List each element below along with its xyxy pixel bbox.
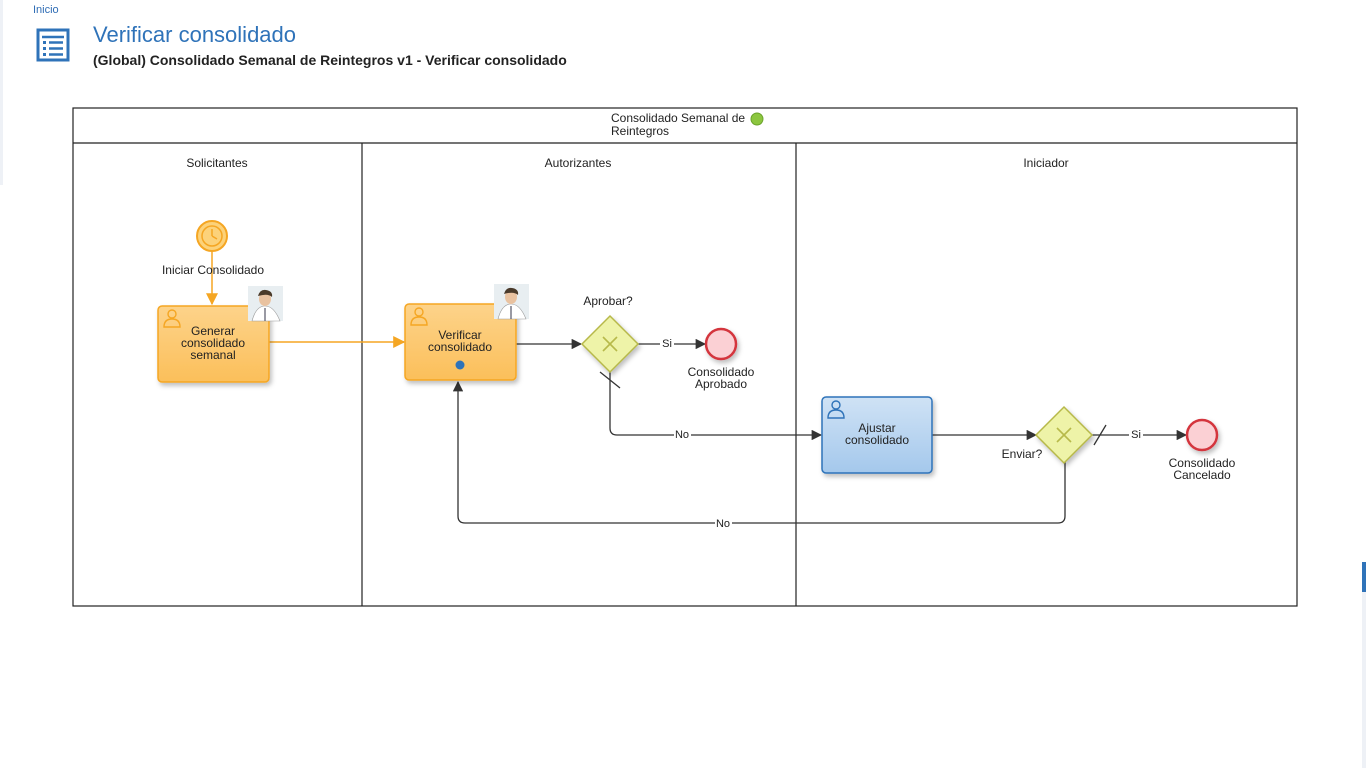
gateway-enviar[interactable] — [1034, 405, 1094, 465]
task-ajustar-consolidado[interactable]: Ajustar consolidado — [821, 396, 933, 474]
flow-label-enviar-si: Si — [1131, 429, 1141, 441]
side-panel-edge — [1362, 592, 1366, 768]
flow-label-enviar-no: No — [716, 518, 730, 530]
flow-aprobar-no — [609, 371, 823, 441]
task-verificar-consolidado[interactable]: Verificar consolidado — [404, 303, 517, 381]
task-label: Ajustar — [858, 421, 895, 435]
end-event-label: Consolidado — [1169, 456, 1236, 470]
page-title: Verificar consolidado — [93, 22, 297, 47]
pool-name-continued: Reintegros — [611, 124, 669, 138]
user-task-icon — [827, 400, 845, 419]
gateway-label-aprobar: Aprobar? — [583, 294, 633, 308]
pool-name: Consolidado Semanal de — [611, 111, 745, 125]
task-list-icon — [36, 28, 70, 62]
current-task-indicator — [455, 360, 465, 370]
task-label: consolidado — [428, 340, 492, 354]
lane-autorizantes: Autorizantes — [545, 156, 612, 170]
side-panel-tab[interactable] — [1362, 562, 1366, 592]
end-event-label: Cancelado — [1173, 468, 1231, 482]
flow-label-aprobar-no: No — [675, 429, 689, 441]
default-flow-marker — [1093, 424, 1107, 446]
lane-solicitantes: Solicitantes — [186, 156, 247, 170]
end-event-cancelado[interactable] — [1185, 418, 1219, 452]
task-label: semanal — [190, 348, 235, 362]
end-event-aprobado[interactable] — [704, 327, 738, 361]
lane-iniciador: Iniciador — [1023, 156, 1068, 170]
end-event-label: Aprobado — [695, 377, 747, 391]
left-scroll-edge — [0, 0, 3, 185]
default-flow-marker — [599, 371, 621, 389]
end-event-label: Consolidado — [688, 365, 755, 379]
task-label: consolidado — [181, 336, 245, 350]
pool-status-indicator — [750, 112, 764, 126]
task-generar-consolidado-semanal[interactable]: Generar consolidado semanal — [157, 305, 270, 383]
page-subtitle: (Global) Consolidado Semanal de Reintegr… — [93, 52, 567, 68]
assignee-avatar — [248, 286, 283, 322]
timer-icon — [201, 225, 223, 247]
gateway-label-enviar: Enviar? — [1002, 447, 1043, 461]
user-task-icon — [410, 307, 428, 326]
breadcrumb-inicio[interactable]: Inicio — [33, 4, 59, 16]
gateway-aprobar[interactable] — [580, 314, 640, 374]
flow-label-aprobar-si: Si — [662, 338, 672, 350]
start-event-label: Iniciar Consolidado — [162, 263, 264, 277]
task-label: Generar — [191, 324, 235, 338]
task-label: Verificar — [438, 328, 481, 342]
task-label: consolidado — [845, 433, 909, 447]
flow-enviar-no — [452, 380, 1066, 524]
start-event-iniciar-consolidado[interactable] — [196, 220, 228, 252]
user-task-icon — [163, 309, 181, 328]
assignee-avatar — [494, 284, 529, 320]
